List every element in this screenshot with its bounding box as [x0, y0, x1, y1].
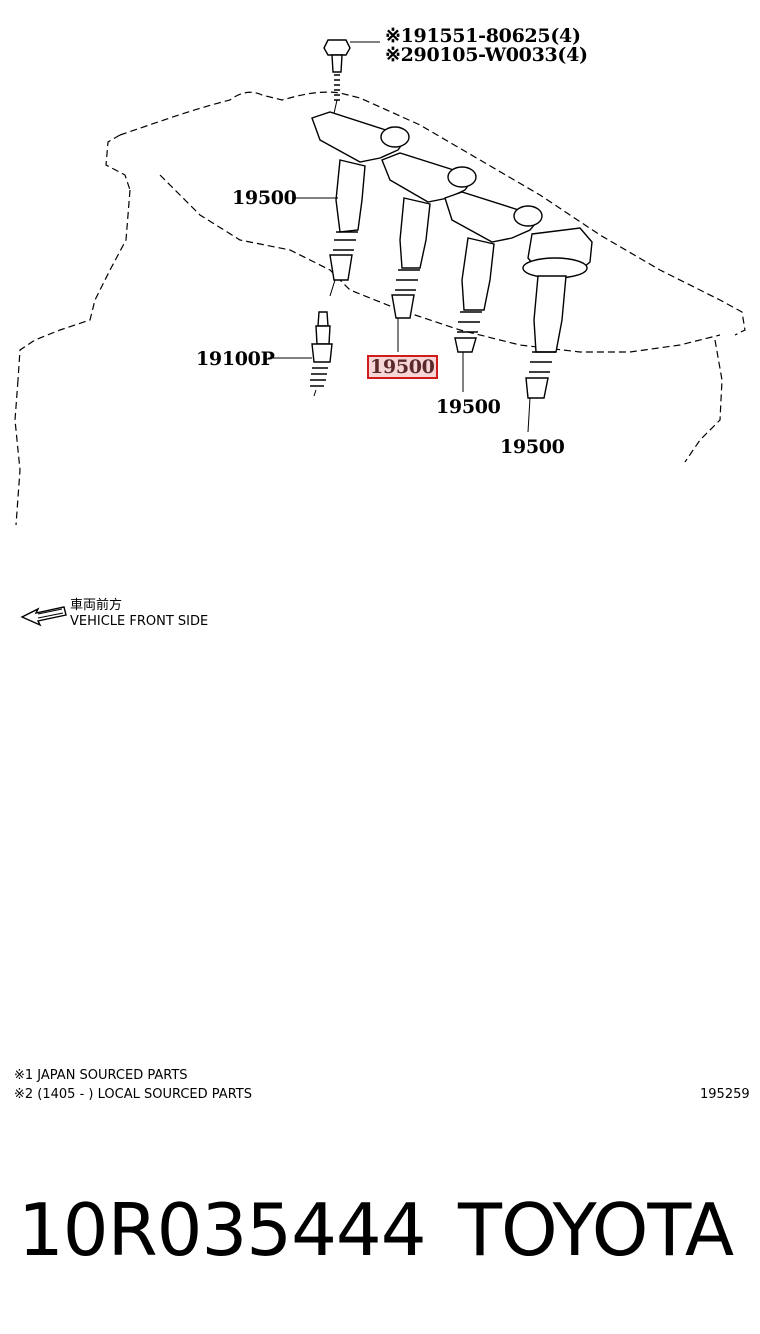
ignition-coil-2: [381, 152, 477, 352]
front-direction-en: VEHICLE FRONT SIDE: [70, 614, 209, 629]
spark-plug: [268, 311, 333, 397]
ignition-coil-3: [444, 191, 543, 392]
ignition-coil-4: [522, 227, 593, 433]
brand-name: TOYOTA: [458, 1188, 734, 1272]
ignition-coil-1: [311, 111, 410, 297]
callout-bolt-local: ※290105-W0033(4): [385, 44, 588, 66]
front-arrow-icon: [20, 606, 67, 627]
note-japan-sourced: ※1 JAPAN SOURCED PARTS: [14, 1068, 188, 1083]
figure-id: 195259: [700, 1087, 750, 1102]
callout-coil-19500-highlighted[interactable]: 19500: [367, 355, 438, 379]
part-number: 10R035444: [18, 1188, 426, 1272]
callout-coil-19500-d: 19500: [500, 436, 565, 458]
callout-coil-19500-a: 19500: [232, 187, 297, 209]
note-local-sourced: ※2 (1405 - ) LOCAL SOURCED PARTS: [14, 1087, 252, 1102]
bolt-part: [323, 39, 380, 119]
callout-bolt-japan: ※191551-80625(4): [385, 25, 581, 47]
front-direction-jp: 車両前方: [70, 598, 123, 613]
callout-spark-plug: 19100P: [196, 348, 275, 370]
callout-coil-19500-c: 19500: [436, 396, 501, 418]
